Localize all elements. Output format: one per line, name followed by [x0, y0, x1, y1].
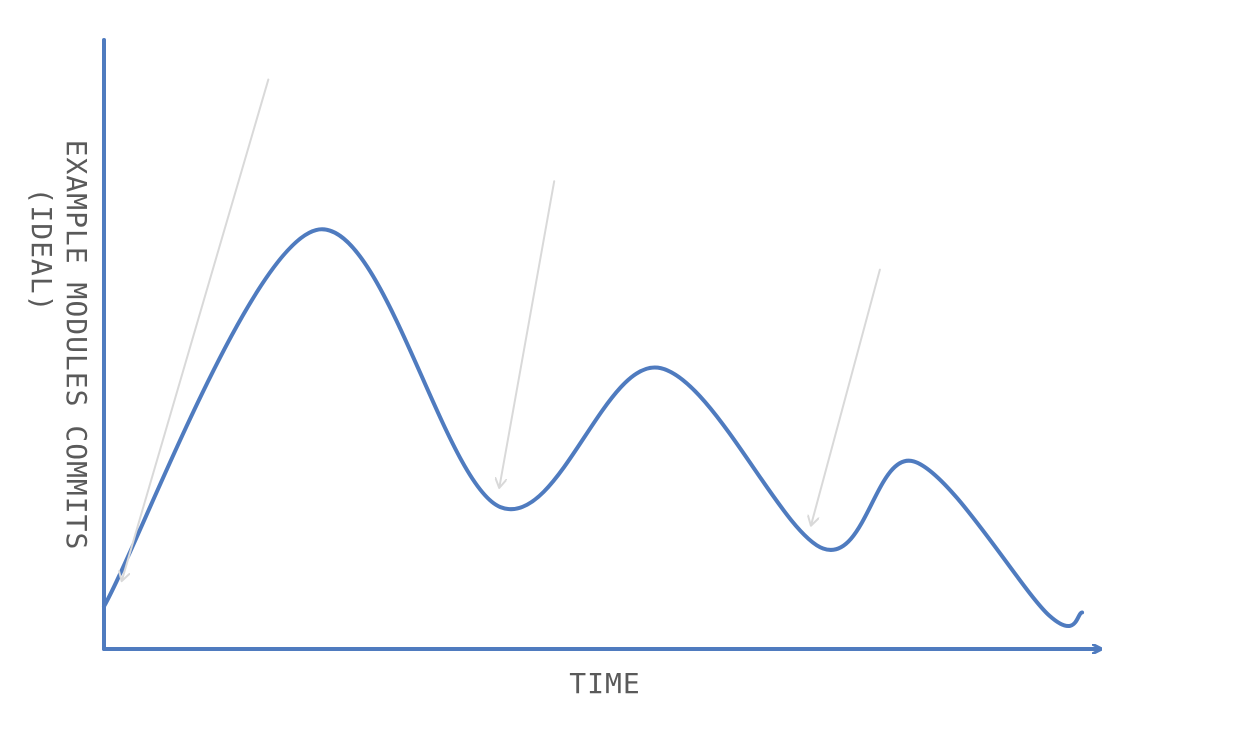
series-line-1 [102, 227, 1085, 628]
annotation-layer [122, 78, 881, 581]
annotation-arrow-1 [122, 78, 270, 581]
x-axis-label: TIME [569, 667, 640, 700]
y-axis-label-line-1: EXAMPLE MODULES COMMITS [60, 140, 93, 551]
annotation-arrow-2 [499, 180, 556, 487]
y-axis-label-line-2: (IDEAL) [25, 187, 58, 312]
y-axis-label: EXAMPLE MODULES COMMITS (IDEAL) [25, 140, 93, 551]
series-layer [102, 227, 1085, 628]
annotation-arrow-3 [811, 268, 881, 525]
